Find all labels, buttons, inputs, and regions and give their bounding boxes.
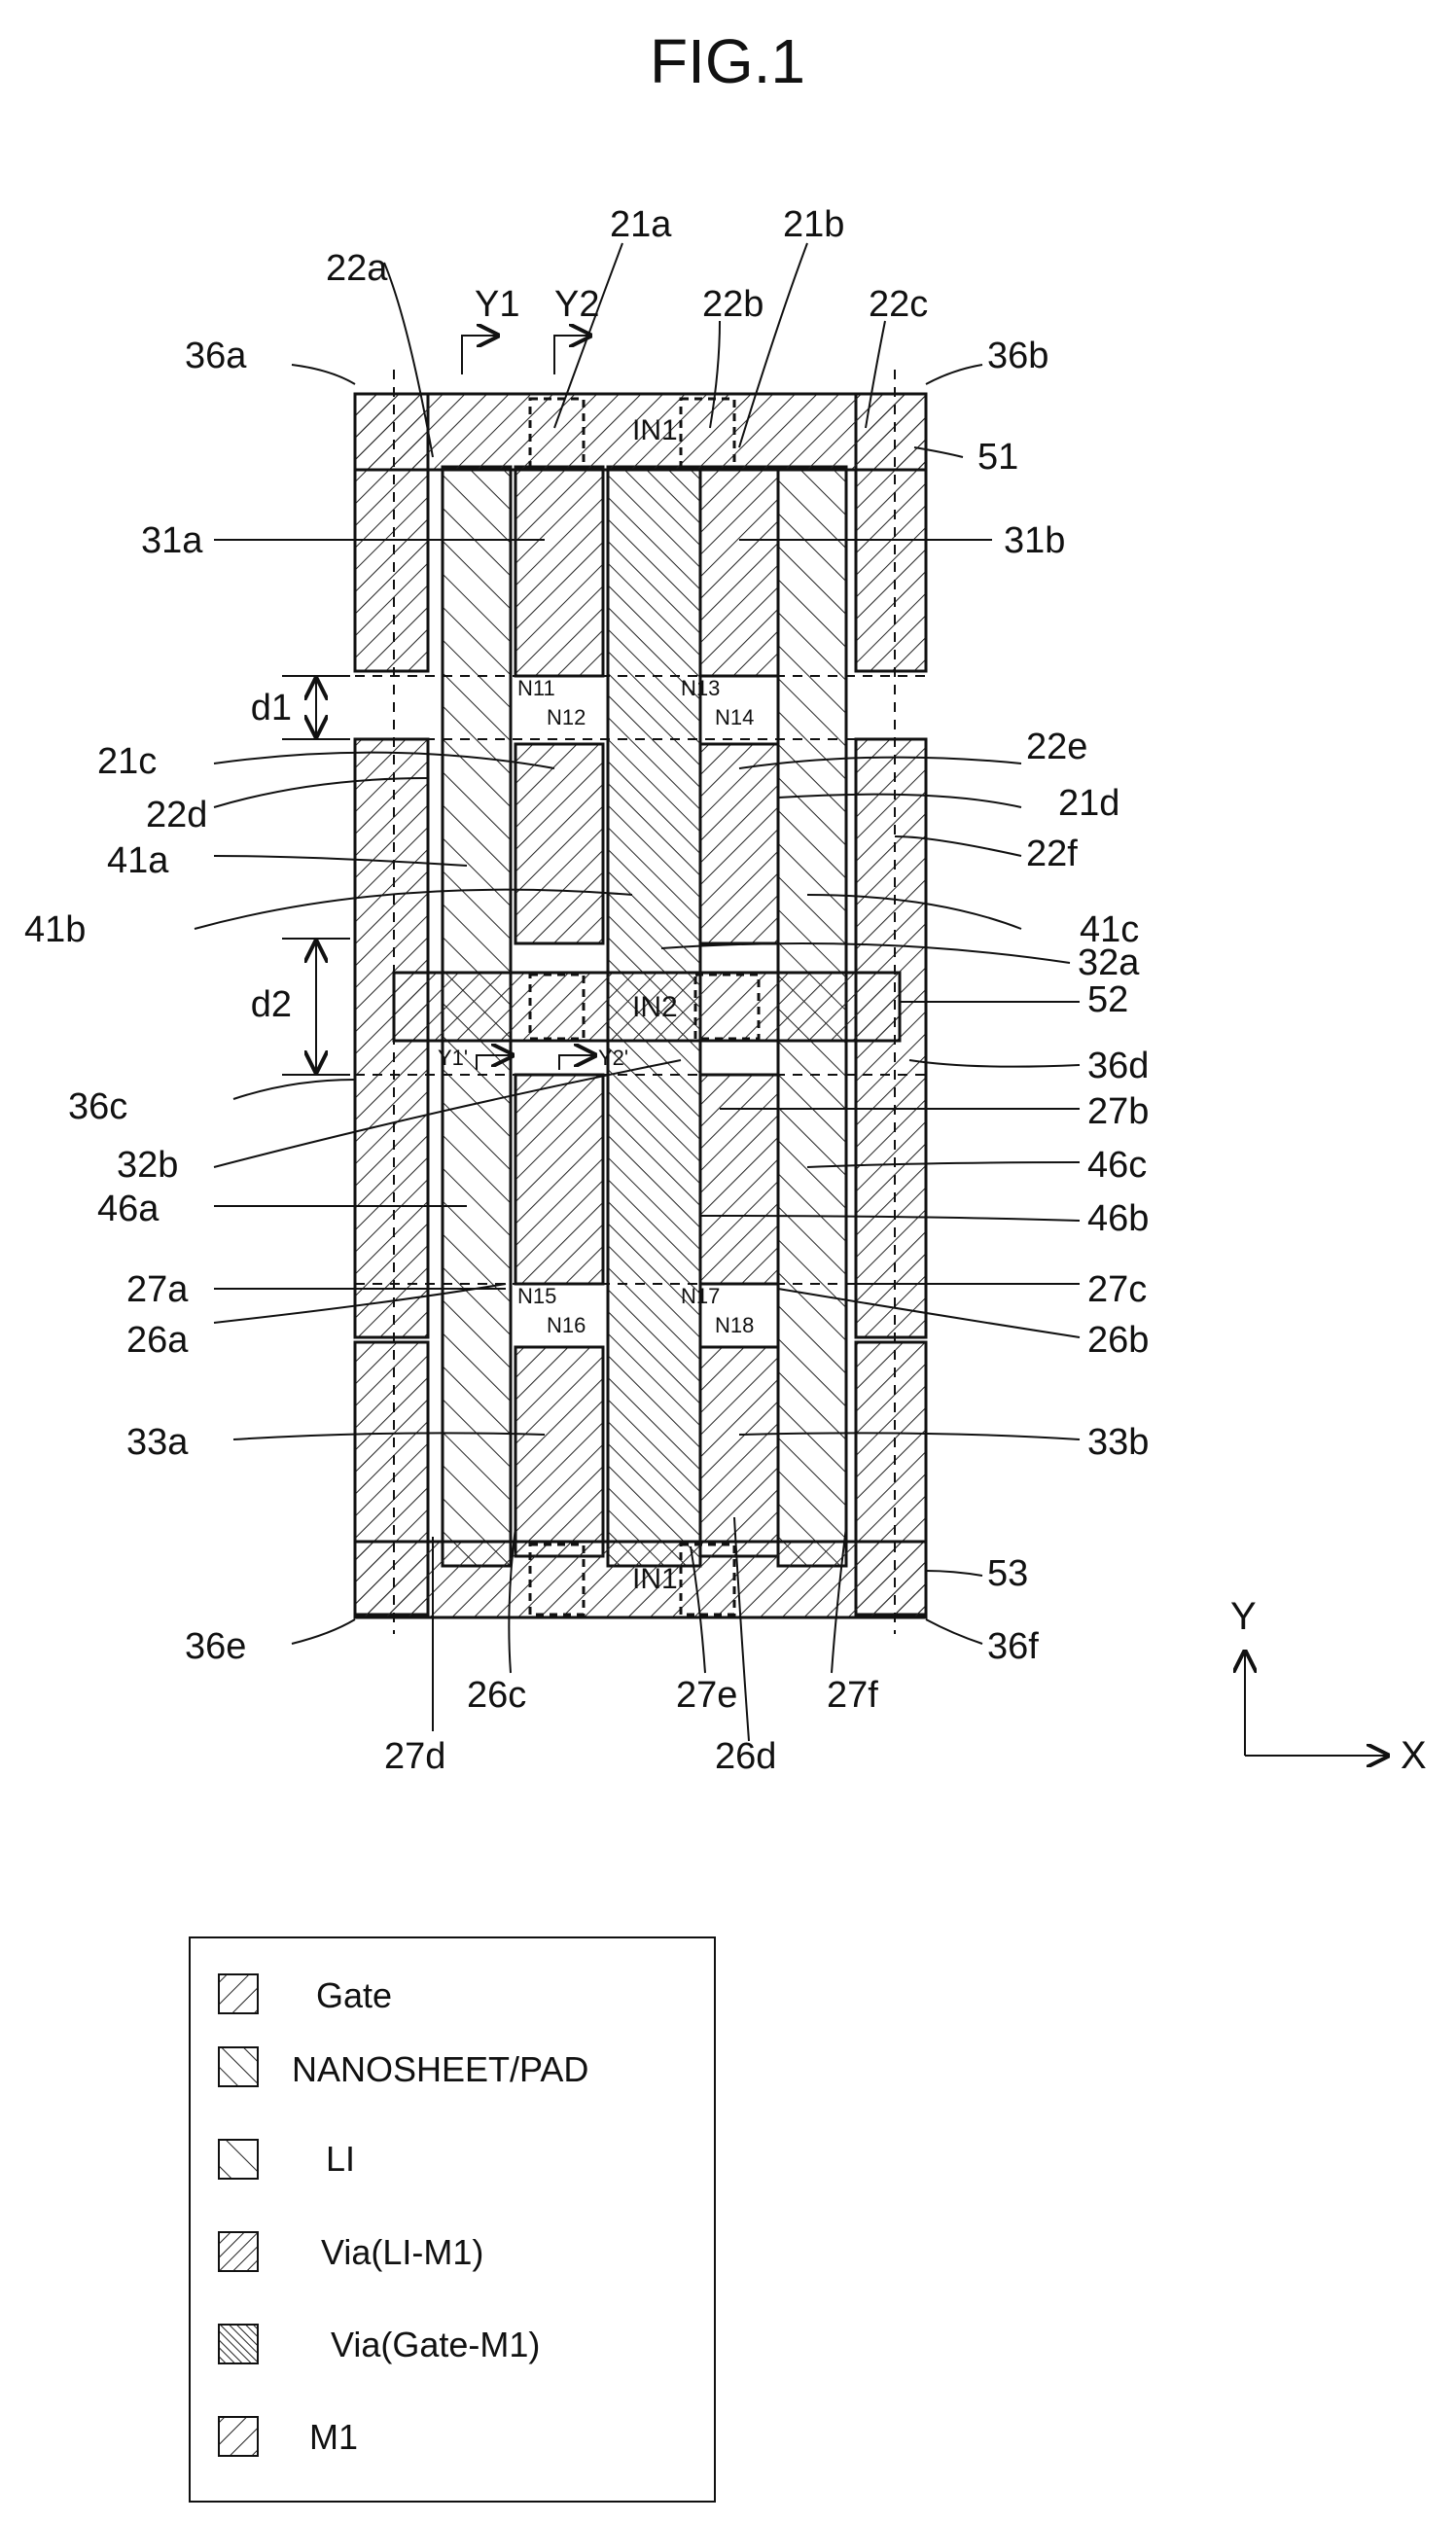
label-32b: 32b [117, 1145, 178, 1186]
label-46c: 46c [1087, 1145, 1147, 1186]
legend-label-m1: M1 [309, 2417, 358, 2457]
label-31b: 31b [1004, 520, 1065, 561]
label-32a: 32a [1078, 942, 1140, 983]
label-22d: 22d [146, 795, 207, 835]
label-36a: 36a [185, 336, 247, 376]
node-n16: N16 [547, 1313, 586, 1337]
legend-box [190, 1937, 715, 2502]
legend-label-via-gate-m1: Via(Gate-M1) [331, 2325, 540, 2364]
section-y2: Y2 [554, 284, 599, 325]
legend-label-nanosheet: NANOSHEET/PAD [292, 2049, 588, 2089]
label-27b: 27b [1087, 1091, 1149, 1132]
node-n18: N18 [715, 1313, 754, 1337]
legend-swatch-gate [219, 1974, 258, 2013]
label-26c: 26c [467, 1675, 526, 1716]
node-n15: N15 [517, 1284, 556, 1308]
legend-swatch-li [219, 2140, 258, 2179]
legend: Gate NANOSHEET/PAD LI Via(LI-M1) Via(Gat… [190, 1937, 715, 2502]
label-41a: 41a [107, 840, 169, 881]
dim-d1: d1 [251, 688, 292, 728]
label-36f: 36f [987, 1626, 1039, 1667]
label-22c: 22c [869, 284, 928, 325]
legend-label-gate: Gate [316, 1975, 392, 2015]
label-36c: 36c [68, 1086, 127, 1127]
label-26b: 26b [1087, 1320, 1149, 1361]
net-in1-top: IN1 [632, 414, 678, 446]
label-53: 53 [987, 1553, 1028, 1594]
label-22e: 22e [1026, 727, 1087, 767]
label-41b: 41b [24, 909, 86, 950]
node-n12: N12 [547, 705, 586, 729]
node-n13: N13 [681, 676, 720, 700]
label-27e: 27e [676, 1675, 737, 1716]
label-27c: 27c [1087, 1269, 1147, 1310]
legend-label-li: LI [326, 2139, 355, 2179]
figure-title: FIG.1 [650, 26, 805, 96]
label-31a: 31a [141, 520, 203, 561]
label-46a: 46a [97, 1189, 160, 1229]
label-36d: 36d [1087, 1046, 1149, 1086]
dim-d2: d2 [251, 984, 292, 1025]
label-27a: 27a [126, 1269, 189, 1310]
legend-label-via-li-m1: Via(LI-M1) [321, 2232, 483, 2272]
node-n17: N17 [681, 1284, 720, 1308]
legend-swatch-via-li-m1 [219, 2232, 258, 2271]
axis-y-label: Y [1230, 1595, 1257, 1638]
legend-swatch-nanosheet [219, 2047, 258, 2086]
label-36e: 36e [185, 1626, 246, 1667]
label-22a: 22a [326, 248, 388, 289]
label-21a: 21a [610, 204, 672, 245]
label-21d: 21d [1058, 783, 1119, 824]
label-33b: 33b [1087, 1422, 1149, 1463]
label-27f: 27f [827, 1675, 878, 1716]
legend-swatch-m1 [219, 2417, 258, 2456]
label-27d: 27d [384, 1736, 445, 1777]
axis-x-label: X [1401, 1734, 1427, 1777]
label-46b: 46b [1087, 1198, 1149, 1239]
legend-swatch-via-gate-m1 [219, 2325, 258, 2363]
section-y2-prime: Y2' [598, 1046, 628, 1070]
label-26d: 26d [715, 1736, 776, 1777]
net-in2: IN2 [632, 991, 678, 1023]
label-22f: 22f [1026, 834, 1078, 874]
label-22b: 22b [702, 284, 764, 325]
section-y1: Y1 [475, 284, 519, 325]
label-26a: 26a [126, 1320, 189, 1361]
label-33a: 33a [126, 1422, 189, 1463]
label-21b: 21b [783, 204, 844, 245]
label-21c: 21c [97, 741, 157, 782]
label-36b: 36b [987, 336, 1048, 376]
label-52: 52 [1087, 979, 1128, 1020]
label-51: 51 [977, 437, 1018, 478]
node-n14: N14 [715, 705, 754, 729]
section-y1-prime: Y1' [438, 1046, 468, 1070]
dimension-lines [282, 676, 350, 1075]
node-n11: N11 [517, 676, 555, 700]
axis-indicator [1245, 1653, 1386, 1756]
net-in1-bottom: IN1 [632, 1563, 678, 1595]
